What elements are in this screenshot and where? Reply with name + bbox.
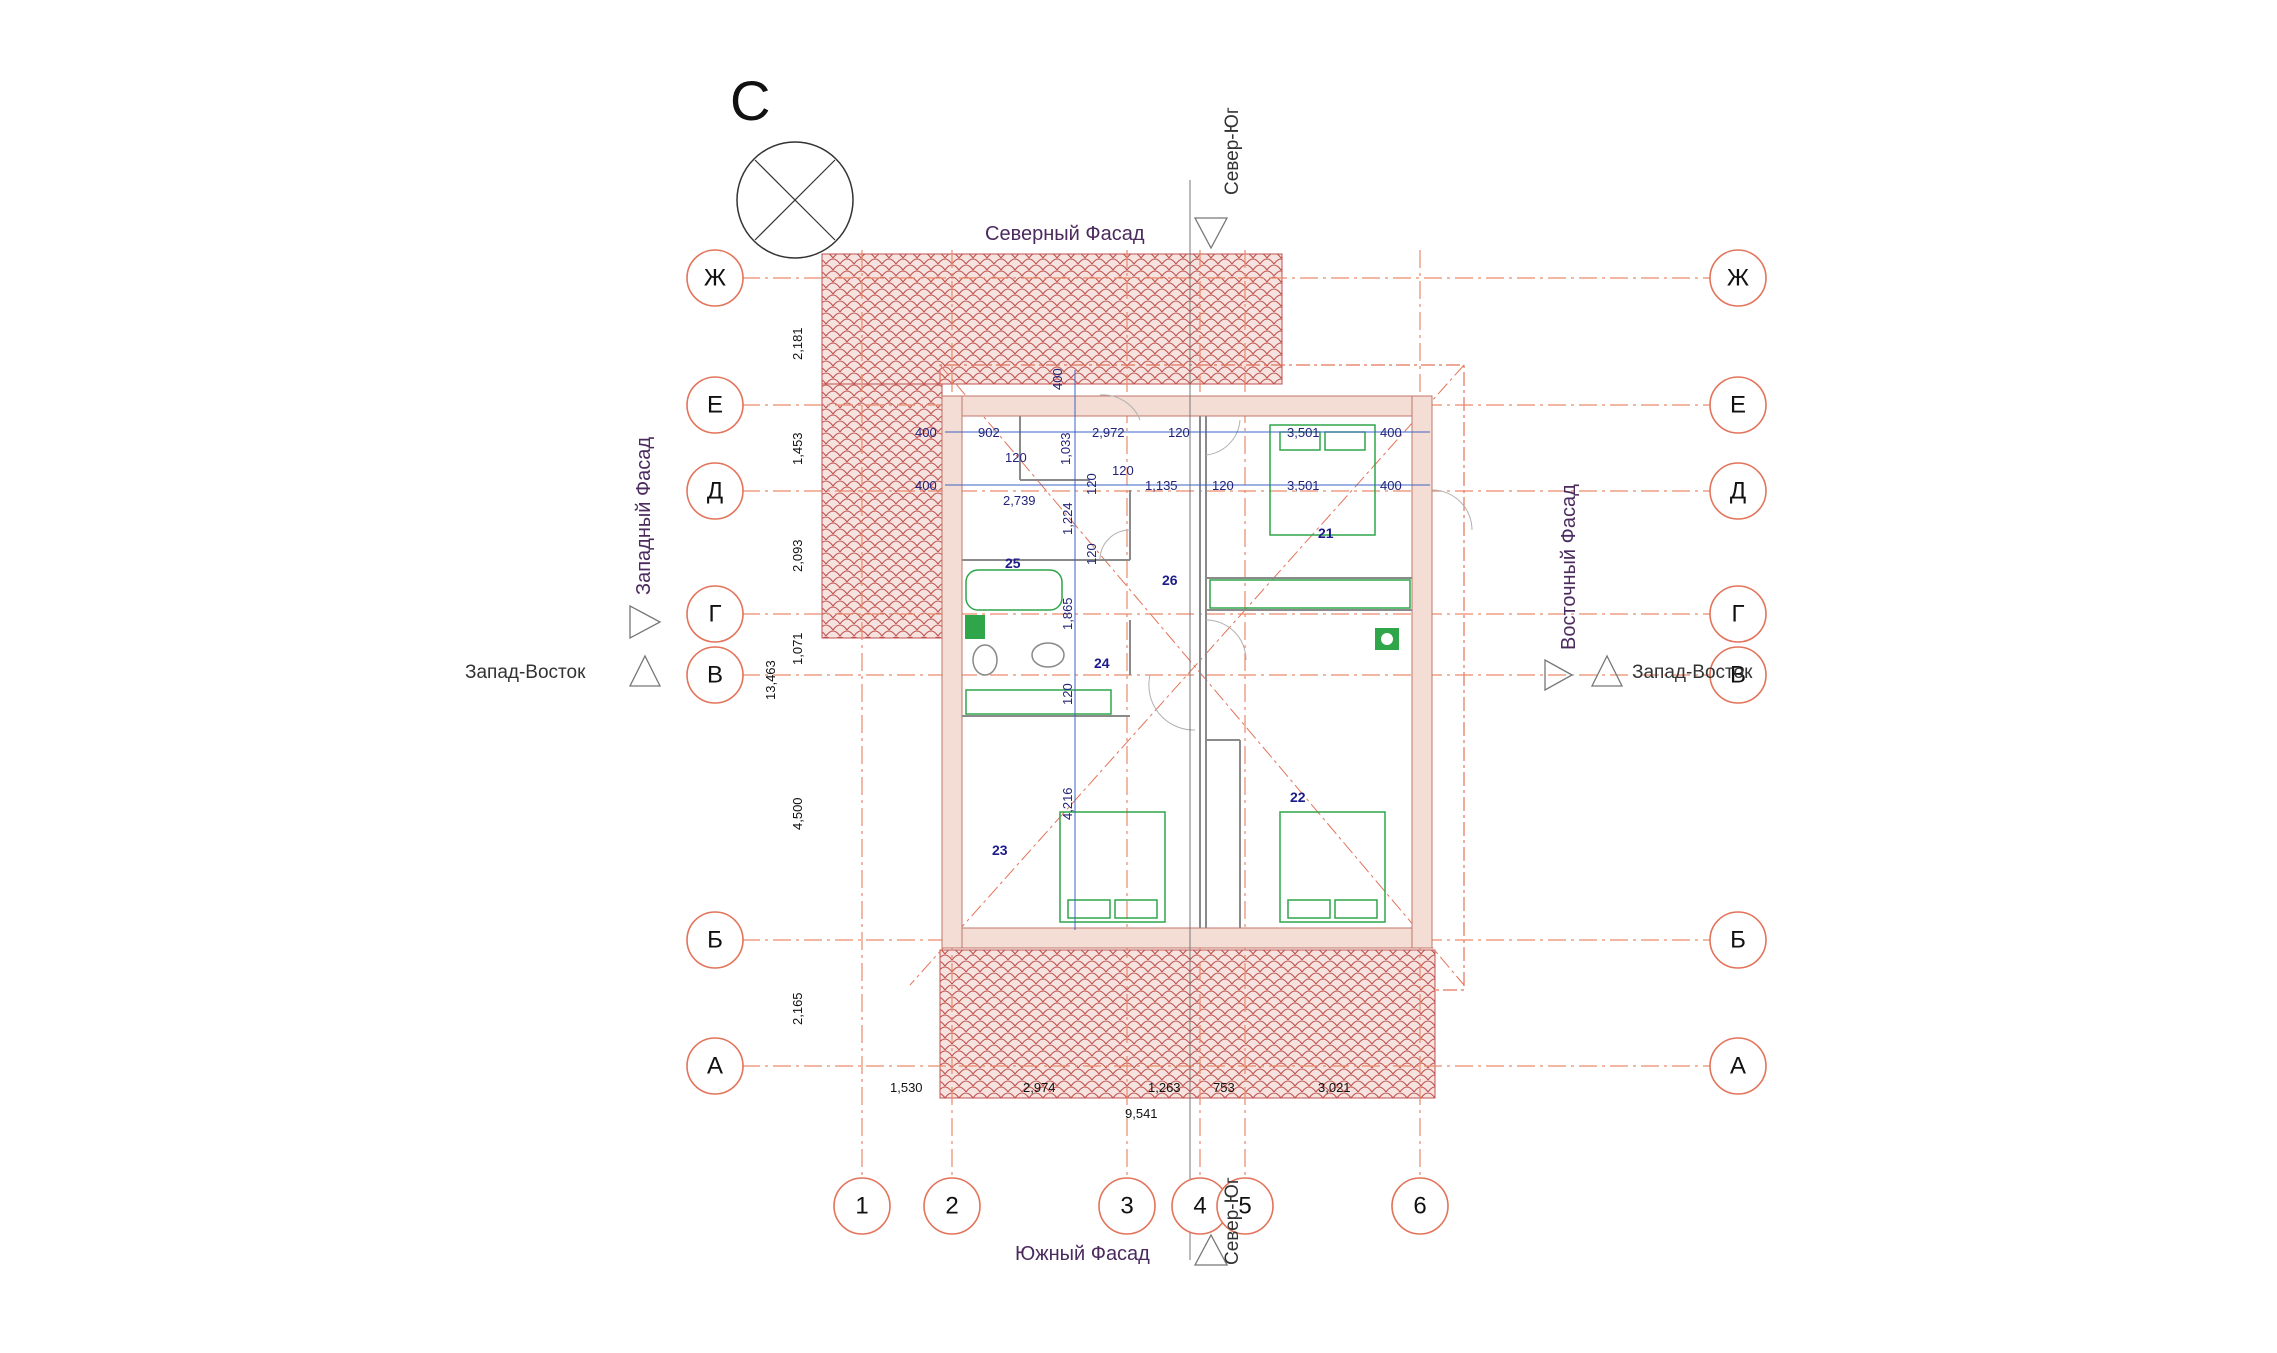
svg-text:2,972: 2,972 — [1092, 425, 1125, 440]
svg-text:4,216: 4,216 — [1060, 787, 1075, 820]
svg-text:120: 120 — [1005, 450, 1027, 465]
section-label-ns-top: Север-Юг — [1222, 107, 1243, 195]
axis-label-row: Б — [1730, 927, 1746, 954]
svg-text:4,500: 4,500 — [790, 797, 805, 830]
compass-rose-icon — [736, 141, 854, 259]
room-26: 26 — [1162, 572, 1178, 588]
svg-text:2,181: 2,181 — [790, 327, 805, 360]
room-21: 21 — [1318, 525, 1334, 541]
svg-text:400: 400 — [1380, 478, 1402, 493]
svg-text:3,501: 3,501 — [1287, 478, 1320, 493]
svg-text:1,071: 1,071 — [790, 632, 805, 665]
room-24: 24 — [1094, 655, 1110, 671]
svg-text:120: 120 — [1084, 543, 1099, 565]
section-we — [628, 604, 1624, 692]
roof-south — [939, 949, 1436, 1099]
door-swings — [1099, 394, 1473, 731]
inner-dimensions: 400 902 400 2,972 120 3,501 400 120 1,03… — [915, 368, 1402, 820]
dimension-lines — [945, 370, 1430, 930]
facade-east-title: Восточный Фасад — [1558, 484, 1580, 650]
svg-text:120: 120 — [1168, 425, 1190, 440]
axis-label-col: 1 — [855, 1193, 868, 1220]
svg-text:2,165: 2,165 — [790, 992, 805, 1025]
svg-text:1,530: 1,530 — [890, 1080, 923, 1095]
roof-north — [821, 253, 1283, 385]
col-dimensions: 1,530 2,974 1,263 753 3,021 9,541 — [890, 1080, 1351, 1121]
bed-room-21 — [1269, 424, 1376, 536]
axis-label-row: Е — [707, 392, 723, 419]
axis-label-row: Ж — [1727, 265, 1749, 292]
compass-north-letter: С — [730, 69, 770, 132]
svg-text:3,021: 3,021 — [1318, 1080, 1351, 1095]
axis-label-row: В — [1730, 662, 1746, 689]
section-label-ns-bottom: Север-Юг — [1222, 1177, 1243, 1265]
row-axes-right: Ж Е Д Г В Б А — [1709, 249, 1767, 1095]
axis-label-row: Г — [709, 601, 722, 628]
svg-text:120: 120 — [1112, 463, 1134, 478]
axis-label-row: А — [1730, 1053, 1746, 1080]
svg-text:1,033: 1,033 — [1058, 432, 1073, 465]
room-25: 25 — [1005, 555, 1021, 571]
facade-west-title: Западный Фасад — [633, 437, 655, 595]
axis-label-row: Д — [1730, 478, 1746, 505]
axis-label-row: Д — [707, 478, 723, 505]
boiler-box — [965, 615, 985, 639]
room-numbers: 21 22 23 24 25 26 — [992, 525, 1334, 858]
svg-text:120: 120 — [1212, 478, 1234, 493]
axis-label-row: Б — [707, 927, 723, 954]
row-axes-left: Ж Е Д Г В Б А — [686, 249, 744, 1095]
svg-text:120: 120 — [1060, 683, 1075, 705]
svg-text:1,135: 1,135 — [1145, 478, 1178, 493]
axis-label-row: А — [707, 1053, 723, 1080]
svg-text:2,739: 2,739 — [1003, 493, 1036, 508]
axis-label-col: 6 — [1413, 1193, 1426, 1220]
svg-text:753: 753 — [1213, 1080, 1235, 1095]
toilet — [972, 644, 998, 676]
svg-text:1,263: 1,263 — [1148, 1080, 1181, 1095]
bathtub — [965, 569, 1063, 611]
wardrobe-room-21 — [1209, 579, 1411, 609]
svg-text:1,865: 1,865 — [1060, 597, 1075, 630]
sink — [1031, 642, 1065, 668]
section-label-we-left: Запад-Восток — [465, 662, 586, 683]
section-label-we-right: Запад-Восток — [1632, 662, 1753, 683]
col-total: 9,541 — [1125, 1106, 1158, 1121]
col-axes: 1 2 3 4 5 6 — [833, 1177, 1449, 1235]
svg-text:1,224: 1,224 — [1060, 502, 1075, 535]
facade-north-title: Северный Фасад — [985, 223, 1145, 245]
roof-west — [821, 383, 943, 639]
svg-text:400: 400 — [1050, 368, 1065, 390]
room-23: 23 — [992, 842, 1008, 858]
axis-label-col: 2 — [945, 1193, 958, 1220]
row-dimensions: 2,181 1,453 2,093 1,071 4,500 2,165 13,4… — [763, 327, 805, 1025]
room-22: 22 — [1290, 789, 1306, 805]
interior-walls — [962, 416, 1412, 928]
axis-label-row: Ж — [704, 265, 726, 292]
axis-label-row: В — [707, 662, 723, 689]
section-ns — [1189, 180, 1229, 1266]
facade-south-title: Южный Фасад — [1015, 1243, 1150, 1265]
axis-label-row: Е — [1730, 392, 1746, 419]
axis-label-col: 5 — [1238, 1193, 1251, 1220]
exterior-walls — [941, 395, 1433, 949]
svg-text:3,501: 3,501 — [1287, 425, 1320, 440]
axis-label-row: Г — [1732, 601, 1745, 628]
svg-text:2,974: 2,974 — [1023, 1080, 1056, 1095]
axis-label-col: 4 — [1193, 1193, 1206, 1220]
svg-text:400: 400 — [915, 478, 937, 493]
svg-text:400: 400 — [1380, 425, 1402, 440]
row-total: 13,463 — [763, 660, 778, 700]
svg-text:120: 120 — [1084, 473, 1099, 495]
bed-room-22 — [1279, 811, 1386, 923]
svg-text:2,093: 2,093 — [790, 539, 805, 572]
svg-text:400: 400 — [915, 425, 937, 440]
svg-text:902: 902 — [978, 425, 1000, 440]
axis-label-col: 3 — [1120, 1193, 1133, 1220]
bed-room-23 — [1059, 811, 1166, 923]
grid-rows — [742, 277, 1712, 1067]
svg-text:1,453: 1,453 — [790, 432, 805, 465]
wardrobe-room-23 — [965, 689, 1112, 715]
